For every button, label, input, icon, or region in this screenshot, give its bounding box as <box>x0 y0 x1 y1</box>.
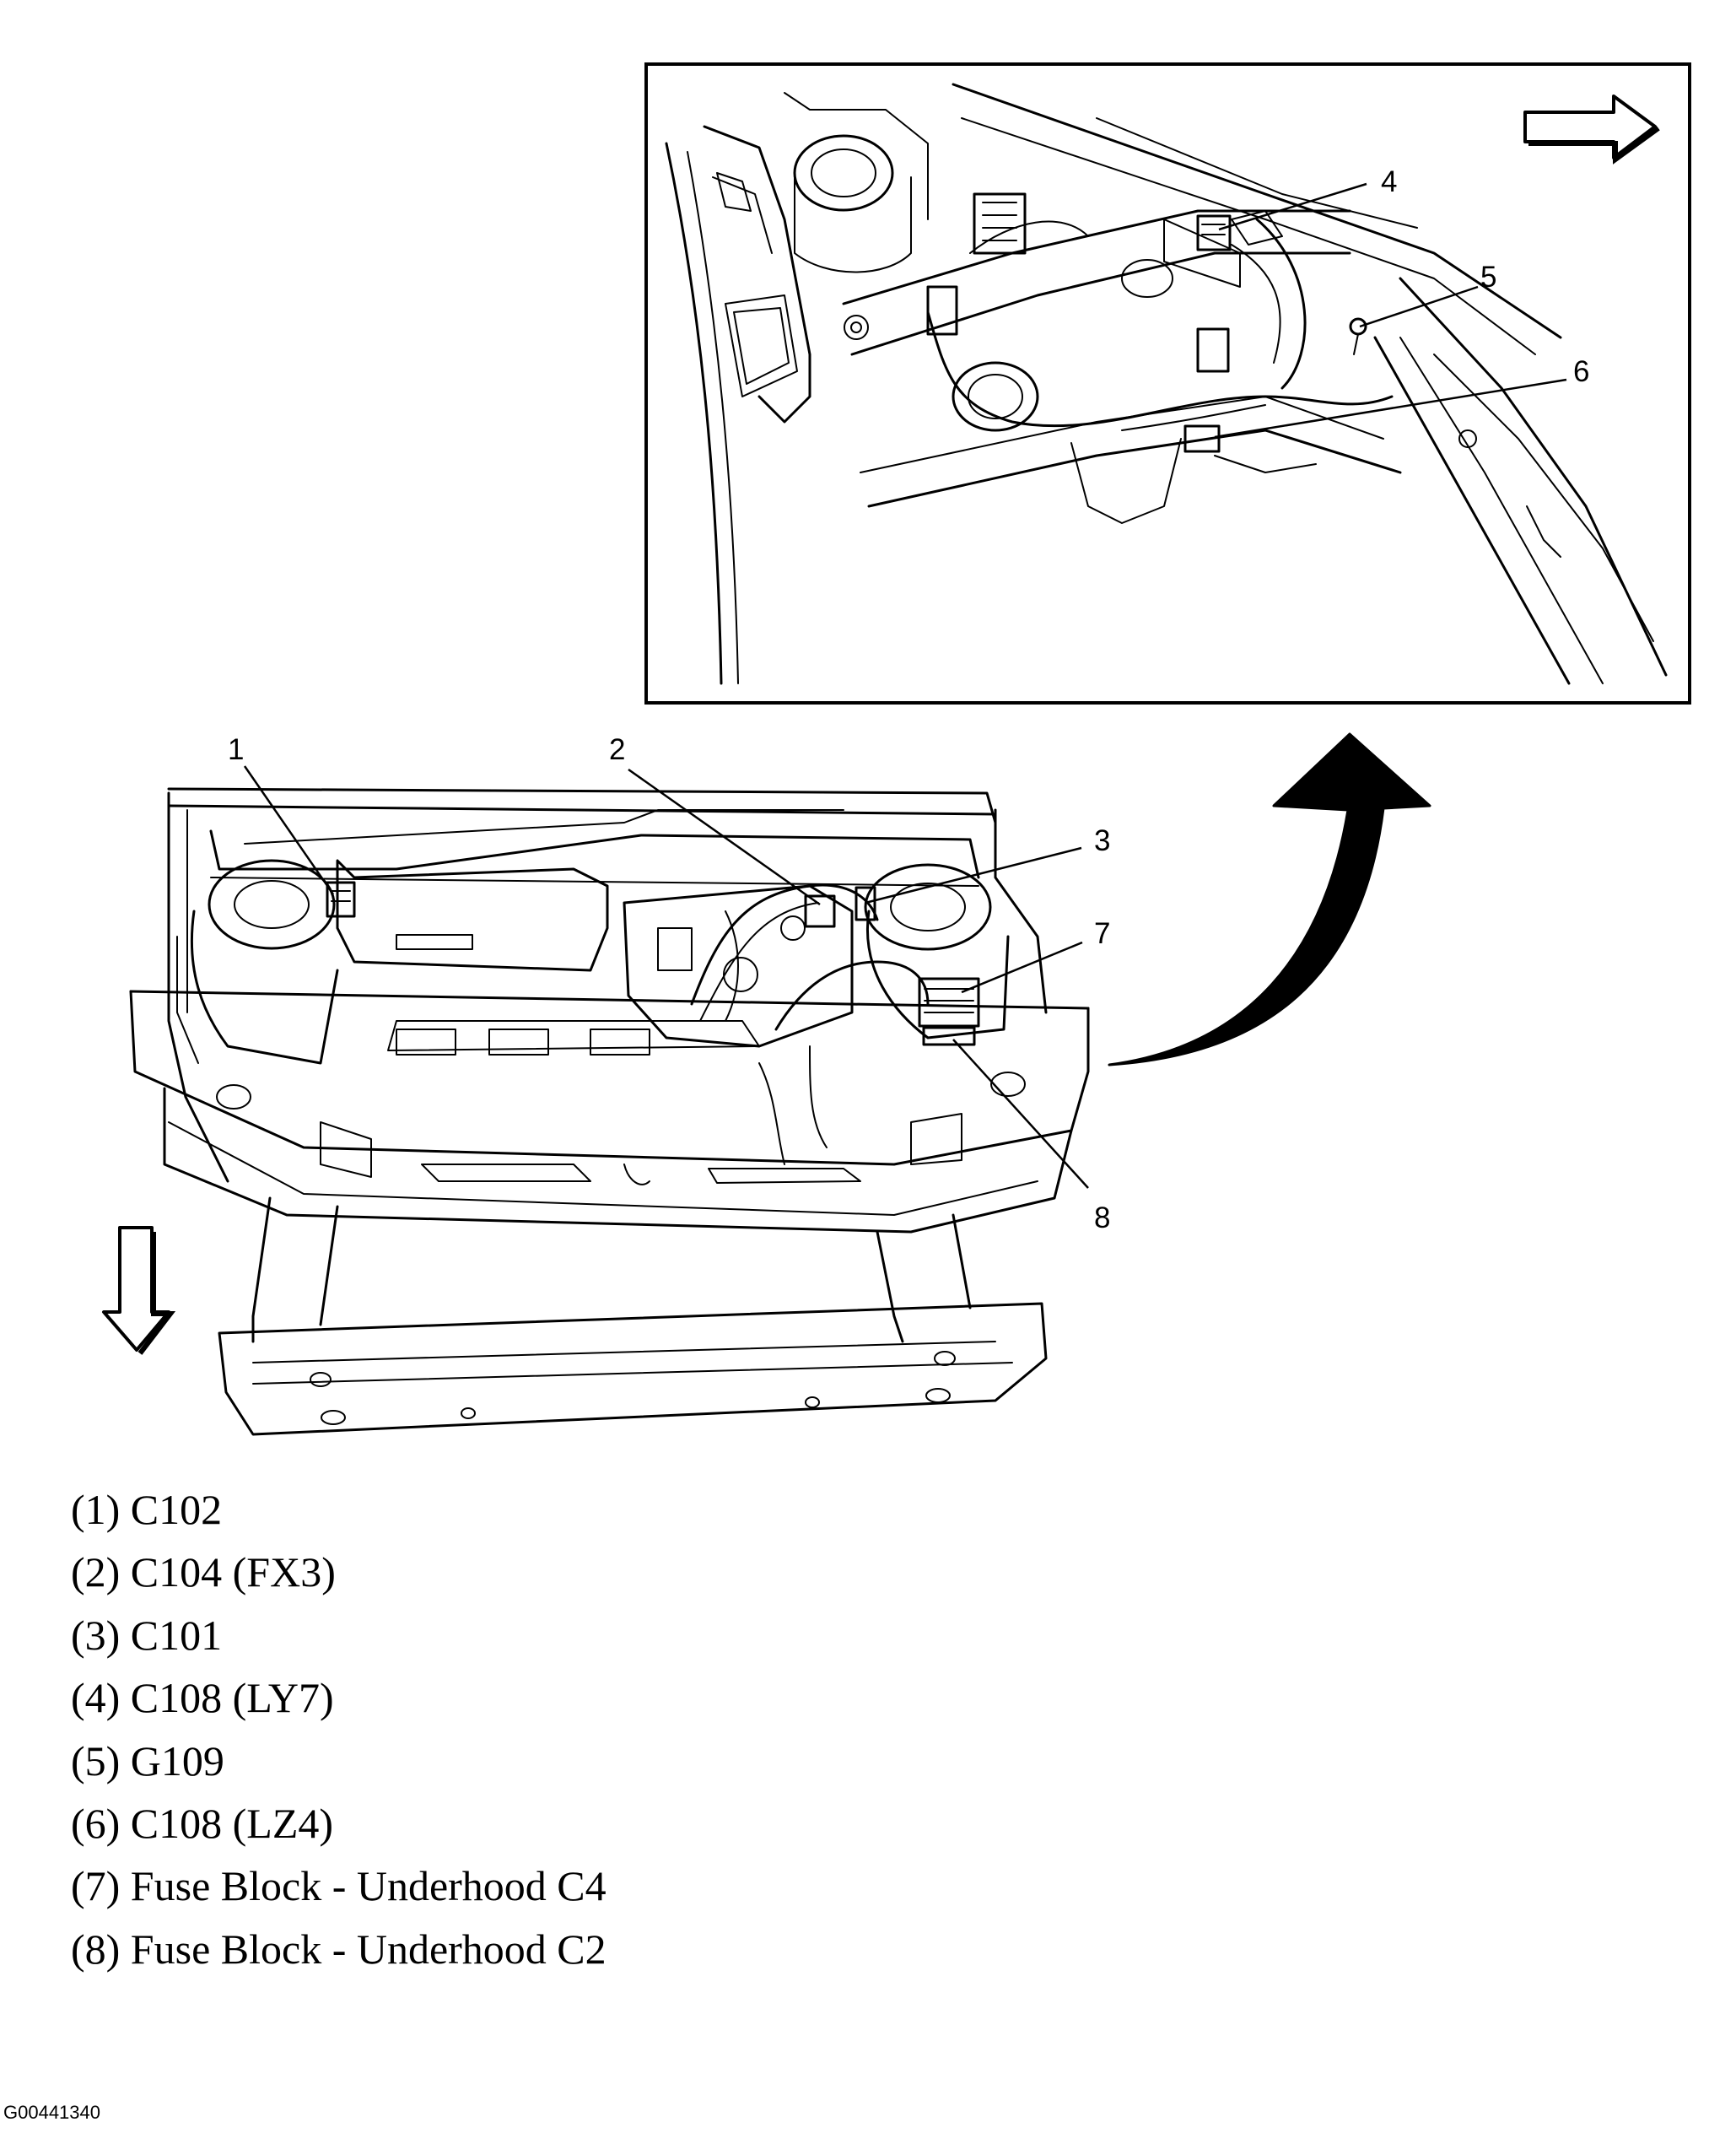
legend-item: (6) C108 (LZ4) <box>71 1800 334 1848</box>
inset-frame <box>644 62 1691 705</box>
legend-item: (2) C104 (FX3) <box>71 1548 336 1596</box>
component-legend: (1) C102 (2) C104 (FX3) (3) C101 (4) C10… <box>71 1478 607 1980</box>
callout-6: 6 <box>1573 355 1589 388</box>
legend-item: (1) C102 <box>71 1486 223 1533</box>
legend-item: (7) Fuse Block - Underhood C4 <box>71 1862 607 1910</box>
legend-item: (4) C108 (LY7) <box>71 1674 334 1722</box>
inset-detail-view <box>644 62 1691 705</box>
curved-arrow-icon <box>1108 732 1431 1066</box>
callout-3: 3 <box>1094 824 1110 857</box>
inset-body-structure <box>665 83 1668 685</box>
figure-id: G00441340 <box>3 2102 100 2123</box>
legend-item: (3) C101 <box>71 1611 223 1659</box>
callout-1: 1 <box>228 733 244 766</box>
leader-lines <box>243 182 1567 1189</box>
callout-5: 5 <box>1480 261 1496 294</box>
legend-item: (5) G109 <box>71 1736 224 1785</box>
callout-8: 8 <box>1094 1201 1110 1234</box>
callout-4: 4 <box>1381 165 1397 198</box>
legend-item: (8) Fuse Block - Underhood C2 <box>71 1925 607 1973</box>
main-engine-compartment-view <box>129 787 1090 1436</box>
callout-7: 7 <box>1094 917 1110 950</box>
callout-2: 2 <box>609 733 625 766</box>
